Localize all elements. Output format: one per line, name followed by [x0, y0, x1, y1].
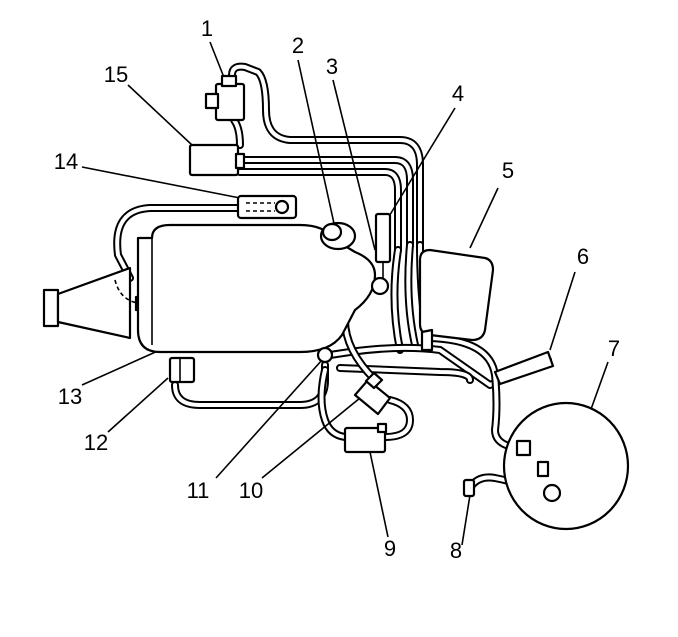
callout-10: 10	[239, 478, 263, 503]
fitting-3	[370, 276, 390, 296]
valve-10	[353, 371, 392, 416]
callout-1: 1	[201, 16, 213, 41]
callout-8: 8	[450, 538, 462, 563]
vacuum-fitting-14	[236, 194, 298, 220]
callout-7: 7	[608, 336, 620, 361]
hose-lower-run	[336, 364, 474, 384]
hose-to-vacuum-tank	[426, 334, 522, 452]
hose-solenoid15-b	[236, 168, 402, 254]
vacuum-reservoir-7	[502, 401, 630, 531]
callout-14: 14	[54, 149, 78, 174]
callout-4: 4	[452, 81, 464, 106]
fitting-11	[316, 346, 334, 364]
callout-3: 3	[326, 54, 338, 79]
callouts: 1 2 3 4 5 6 7 8 9 10 11 12 13 14 15	[54, 16, 620, 563]
callout-2: 2	[292, 33, 304, 58]
callout-11: 11	[187, 478, 210, 503]
solenoid-15	[188, 143, 246, 177]
callout-12: 12	[84, 430, 108, 455]
callout-6: 6	[577, 244, 589, 269]
solenoid-9	[343, 422, 388, 454]
pipe-6	[493, 350, 555, 386]
check-valve-8	[462, 478, 476, 498]
hose-valve12	[171, 361, 329, 409]
air-intake-duct	[42, 266, 148, 340]
hoses	[113, 62, 552, 496]
callout-5: 5	[502, 158, 514, 183]
sensor-1	[204, 74, 246, 122]
callout-9: 9	[384, 536, 396, 561]
leader-lines	[81, 41, 609, 546]
sensor-4	[374, 212, 392, 278]
canister-5	[418, 248, 495, 352]
air-cleaner-housing	[136, 223, 377, 354]
hose-solenoid15-a	[236, 156, 414, 249]
callout-15: 15	[104, 62, 128, 87]
callout-13: 13	[58, 384, 82, 409]
sensor-2	[319, 221, 357, 251]
hose-intake-top	[113, 204, 249, 282]
hose-valve9	[317, 366, 414, 441]
hose-sensor1-loop	[228, 62, 424, 249]
valve-12	[168, 356, 196, 384]
hose-sensor1-down	[230, 116, 244, 149]
